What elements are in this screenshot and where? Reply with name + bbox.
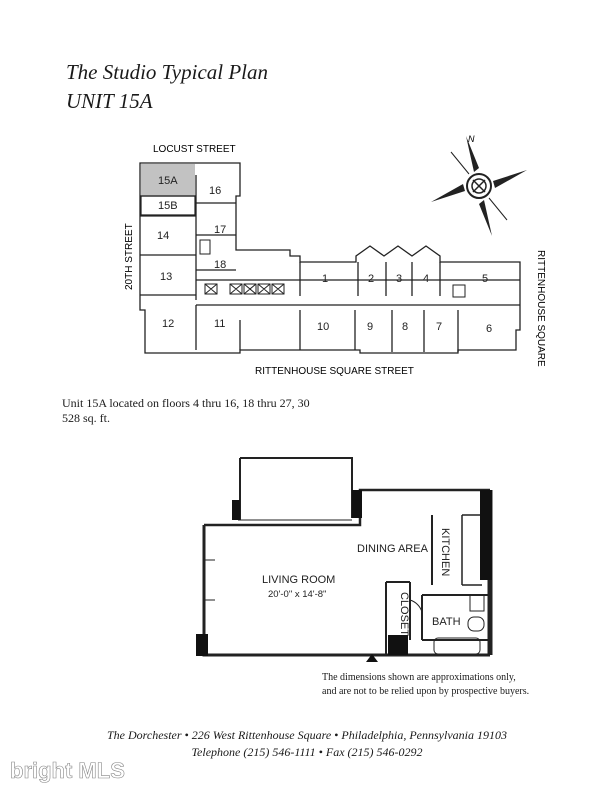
compass-rose-icon bbox=[431, 136, 527, 236]
disclaimer: The dimensions shown are approximations … bbox=[322, 671, 529, 699]
page-title: The Studio Typical Plan UNIT 15A bbox=[66, 58, 268, 116]
unit-15b: 15B bbox=[158, 200, 178, 212]
unit-8: 8 bbox=[402, 321, 408, 333]
unit-14: 14 bbox=[157, 230, 169, 242]
unit-size: 528 sq. ft. bbox=[62, 411, 110, 425]
room-dining: DINING AREA bbox=[357, 543, 429, 555]
unit-17: 17 bbox=[214, 224, 226, 236]
unit-18: 18 bbox=[214, 259, 226, 271]
disclaimer-line-2: and are not to be relied upon by prospec… bbox=[322, 686, 530, 697]
unit-10: 10 bbox=[317, 321, 329, 333]
watermark-text: bright MLS bbox=[10, 758, 125, 783]
unit-2: 2 bbox=[368, 273, 374, 285]
unit-info: Unit 15A located on floors 4 thru 16, 18… bbox=[62, 396, 310, 426]
compass-north-label: N bbox=[468, 134, 475, 144]
room-bath: BATH bbox=[432, 616, 461, 628]
unit-9: 9 bbox=[367, 321, 373, 333]
street-top: LOCUST STREET bbox=[153, 144, 236, 155]
street-left: 20TH STREET bbox=[124, 223, 135, 290]
unit-6: 6 bbox=[486, 323, 492, 335]
floor-plan: LIVING ROOM 20'-0" x 14'-8" DINING AREA … bbox=[196, 457, 493, 662]
footer-address: The Dorchester • 226 West Rittenhouse Sq… bbox=[106, 728, 507, 742]
unit-15a: 15A bbox=[158, 175, 178, 187]
unit-16: 16 bbox=[209, 185, 221, 197]
unit-4: 4 bbox=[423, 273, 429, 285]
footer: The Dorchester • 226 West Rittenhouse Sq… bbox=[0, 727, 614, 761]
room-living-dims: 20'-0" x 14'-8" bbox=[268, 589, 326, 600]
room-kitchen: KITCHEN bbox=[439, 528, 451, 576]
unit-7: 7 bbox=[436, 321, 442, 333]
title-line-2: UNIT 15A bbox=[66, 89, 153, 113]
unit-13: 13 bbox=[160, 271, 172, 283]
room-closet: CLOSET bbox=[398, 592, 410, 636]
unit-11: 11 bbox=[214, 318, 225, 330]
unit-12: 12 bbox=[162, 318, 174, 330]
disclaimer-line-1: The dimensions shown are approximations … bbox=[322, 672, 516, 683]
footer-phone: Telephone (215) 546-1111 • Fax (215) 546… bbox=[191, 745, 423, 759]
unit-1: 1 bbox=[322, 273, 328, 285]
room-living: LIVING ROOM bbox=[262, 574, 335, 586]
unit-5: 5 bbox=[482, 273, 488, 285]
unit-floors: Unit 15A located on floors 4 thru 16, 18… bbox=[62, 396, 310, 410]
bright-mls-watermark: bright MLS bbox=[10, 758, 125, 784]
site-plan: LOCUST STREET RITTENHOUSE SQUARE STREET … bbox=[124, 134, 546, 377]
street-bottom: RITTENHOUSE SQUARE STREET bbox=[255, 366, 414, 377]
title-line-1: The Studio Typical Plan bbox=[66, 60, 269, 84]
unit-3: 3 bbox=[396, 273, 402, 285]
street-right: RITTENHOUSE SQUARE bbox=[535, 250, 546, 367]
